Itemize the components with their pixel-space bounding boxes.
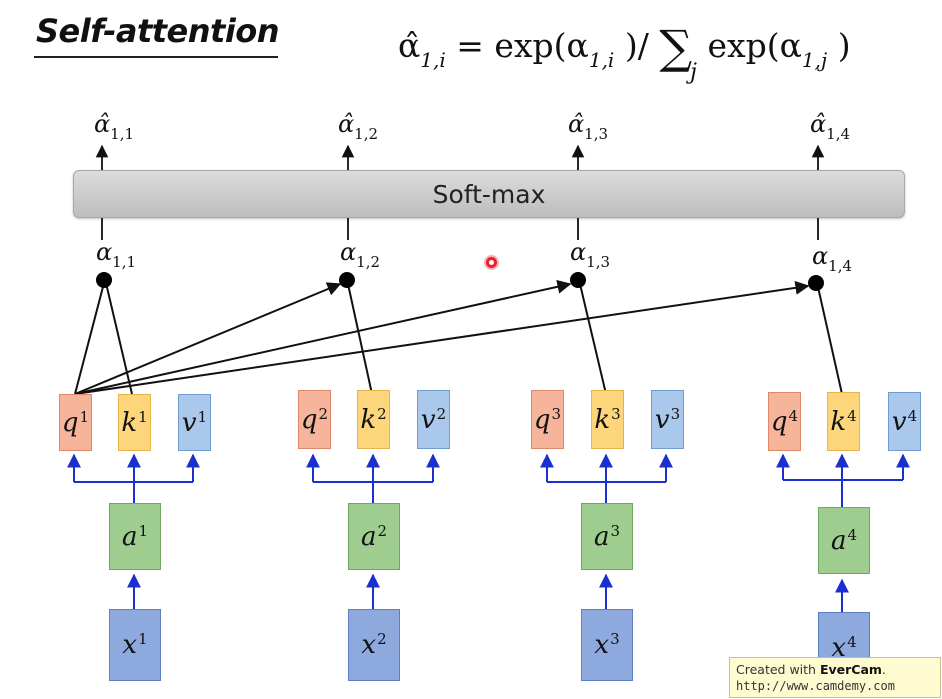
connector-col-1 [67,453,200,609]
score-dot-2 [339,272,355,288]
slide-title: Self-attention [36,12,280,50]
score-label-1: α1,1 [95,238,137,271]
output-label-1: α̂1,1 [93,110,135,143]
k2-to-dot2 [347,283,373,395]
q1-to-dot4 [74,280,810,395]
score-label-2: α1,2 [339,238,381,271]
connector-col-3 [540,453,673,609]
formula-sum-sub: j [690,60,697,85]
k4-to-dot4 [817,286,843,395]
k1-to-dot1 [105,282,133,395]
connector-col-4 [776,453,910,612]
formula-mid: )/ [614,26,660,65]
connector-col-2 [306,453,440,609]
score-label-4: α1,4 [811,242,853,275]
formula-lhs-sub: 1,i [420,48,446,72]
formula-lhs: α̂ [398,26,421,65]
score-label-3: α1,3 [569,238,611,271]
score-dot-3 [570,272,586,288]
formula-sum: ∑ [659,20,693,74]
cursor-pointer-icon [486,257,497,268]
watermark-url: http://www.camdemy.com [736,679,895,693]
output-label-4: α̂1,4 [809,110,851,143]
output-label-2: α̂1,2 [337,110,379,143]
score-dot-1 [96,272,112,288]
evercam-watermark: Created with EverCam. http://www.camdemy… [729,657,941,698]
softmax-formula: α̂1,i = exp(α1,i )/ ∑j exp(α1,j ) [398,20,851,85]
softmax-bar: Soft-max [73,170,905,218]
title-underline [34,56,278,58]
q1-to-dot1 [74,282,105,395]
k3-to-dot3 [579,283,607,395]
formula-exp-sub: 1,i [588,48,615,72]
formula-tail-sub: 1,j [801,48,828,72]
q1-to-dot2 [74,282,342,395]
formula-tail: exp(α [696,26,802,65]
q1-to-dot3 [74,279,572,395]
output-label-3: α̂1,3 [567,110,609,143]
formula-eq: = exp(α [445,26,589,65]
score-dot-4 [808,275,824,291]
formula-close: ) [827,26,851,65]
watermark-line: Created with EverCam. [736,662,886,677]
